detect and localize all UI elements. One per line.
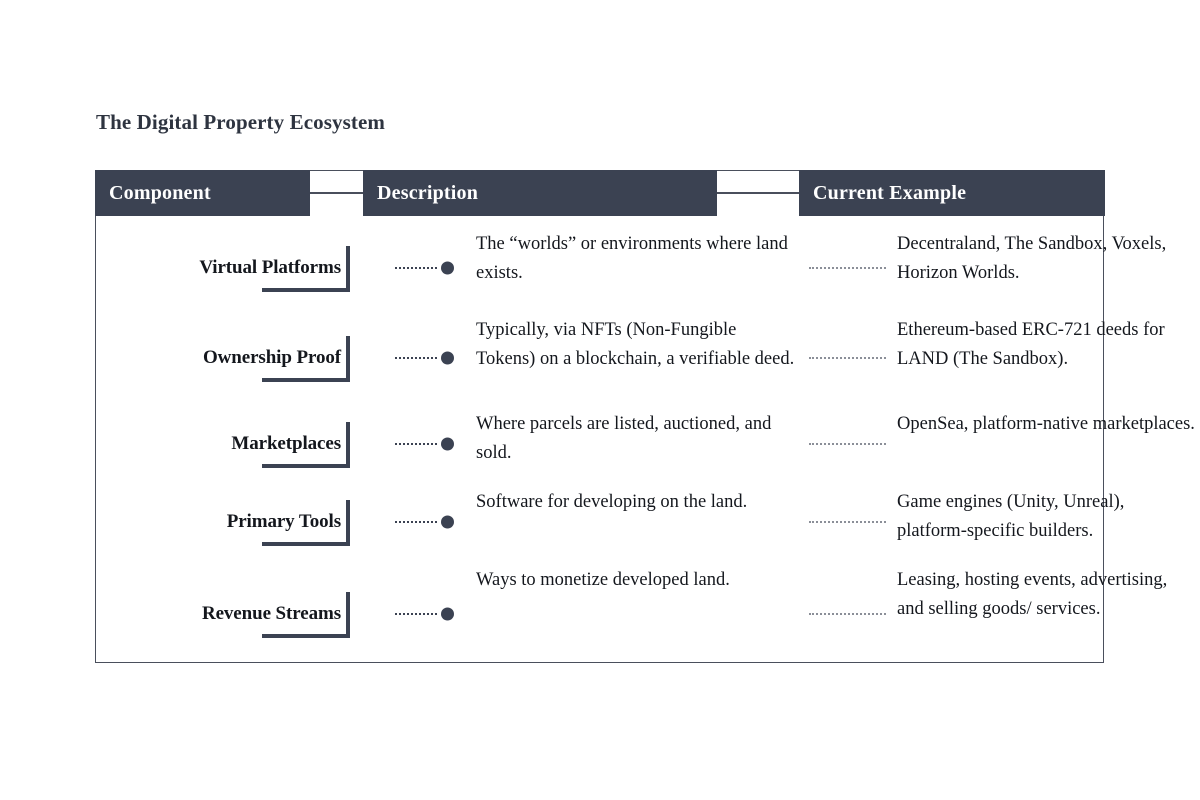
bracket-vertical	[346, 336, 350, 382]
bracket-underline	[262, 378, 350, 382]
component-label: Ownership Proof	[202, 347, 341, 368]
leader-line-description-to-example	[809, 267, 886, 269]
leader-line-description-to-example	[809, 521, 886, 523]
component-cell: Primary Tools	[95, 474, 363, 552]
table-row: Ownership Proof Typically, via NFTs (Non-…	[95, 302, 1165, 396]
component-cell: Marketplaces	[95, 396, 363, 474]
table-row: Revenue Streams Ways to monetize develope…	[95, 552, 1167, 650]
description-cell: The “worlds” or environments where land …	[476, 234, 788, 283]
bracket-underline	[262, 288, 350, 292]
header-connector-1	[310, 192, 363, 194]
table-row: Primary Tools Software for developing on …	[95, 474, 1124, 552]
component-label: Virtual Platforms	[199, 257, 341, 278]
connector-dot	[441, 351, 454, 365]
bracket-underline	[262, 464, 350, 468]
bracket-underline	[262, 634, 350, 638]
bracket-vertical	[346, 246, 350, 292]
example-cell: OpenSea, platform-native marketplaces.	[897, 414, 1195, 434]
bracket-vertical	[346, 500, 350, 546]
description-cell: Ways to monetize developed land.	[476, 570, 730, 590]
column-header-description: Description	[363, 170, 717, 216]
connector-dot	[441, 261, 454, 275]
bracket-vertical	[346, 422, 350, 468]
leader-line-component-to-description	[395, 613, 437, 615]
table-header-row: Component Description Current Example	[95, 170, 1105, 216]
leader-line-description-to-example	[809, 613, 886, 615]
description-cell: Where parcels are listed, auctioned, and…	[476, 414, 772, 463]
leader-line-description-to-example	[809, 357, 886, 359]
component-label: Marketplaces	[231, 433, 341, 454]
connector-dot	[441, 607, 454, 621]
table-row: Marketplaces Where parcels are listed, au…	[95, 396, 1195, 474]
header-connector-2	[717, 192, 799, 194]
leader-line-component-to-description	[395, 521, 437, 523]
connector-dot	[441, 437, 454, 451]
component-cell: Revenue Streams	[95, 552, 363, 650]
description-cell: Software for developing on the land.	[476, 492, 748, 512]
component-label: Primary Tools	[226, 511, 341, 532]
component-label: Revenue Streams	[201, 603, 341, 624]
bracket-vertical	[346, 592, 350, 638]
table-frame	[95, 170, 1104, 663]
component-cell: Virtual Platforms	[95, 216, 363, 302]
column-header-current-example: Current Example	[799, 170, 1105, 216]
component-cell: Ownership Proof	[95, 302, 363, 396]
example-cell: Ethereum-based ERC-721 deeds for LAND (T…	[897, 320, 1165, 369]
bracket-underline	[262, 542, 350, 546]
leader-line-component-to-description	[395, 267, 437, 269]
table-body: Virtual Platforms The “worlds” or environ…	[95, 216, 1195, 650]
column-header-component: Component	[95, 170, 310, 216]
example-cell: Game engines (Unity, Unreal), platform-s…	[897, 492, 1125, 541]
leader-line-description-to-example	[809, 443, 886, 445]
page-title: The Digital Property Ecosystem	[96, 110, 385, 134]
description-cell: Typically, via NFTs (Non-Fungible Tokens…	[476, 320, 795, 369]
example-cell: Leasing, hosting events, advertising, an…	[897, 570, 1168, 619]
example-cell: Decentraland, The Sandbox, Voxels, Horiz…	[897, 234, 1167, 283]
leader-line-component-to-description	[395, 443, 437, 445]
leader-line-component-to-description	[395, 357, 437, 359]
table-row: Virtual Platforms The “worlds” or environ…	[95, 216, 1166, 302]
connector-dot	[441, 515, 454, 529]
